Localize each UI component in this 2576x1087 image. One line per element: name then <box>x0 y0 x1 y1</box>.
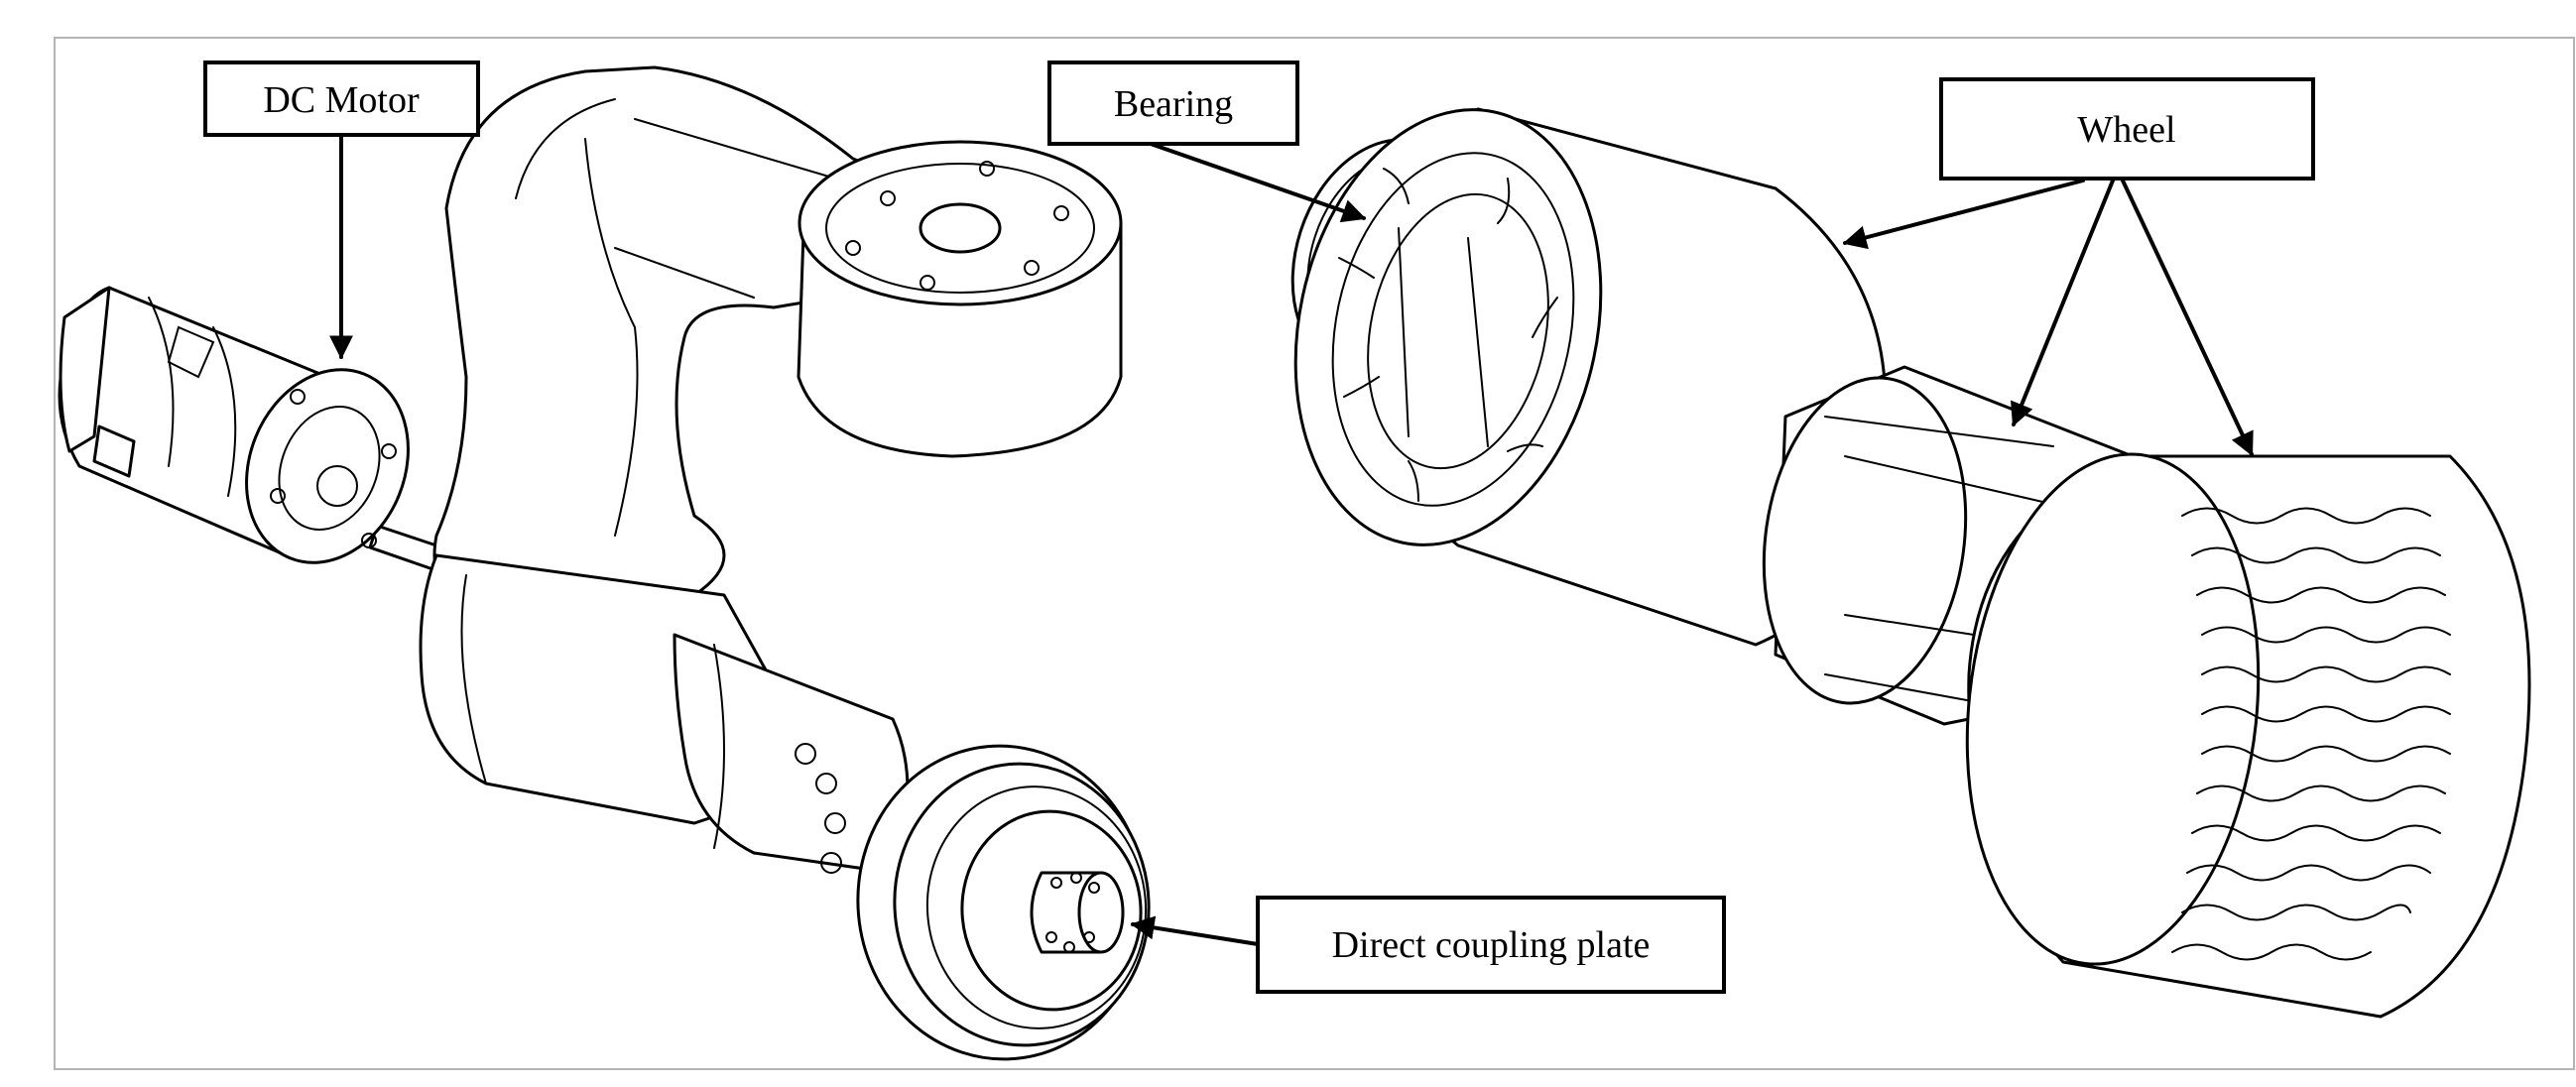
label-coupling-text: Direct coupling plate <box>1332 924 1651 966</box>
tire-drawing <box>1965 452 2531 1019</box>
figure-frame <box>54 37 2575 1070</box>
label-wheel: Wheel <box>1939 77 2315 181</box>
label-dc-motor-text: DC Motor <box>263 79 420 121</box>
dc-motor-drawing <box>58 286 453 575</box>
arrow-wheel-core <box>2011 179 2115 427</box>
label-wheel-text: Wheel <box>2077 109 2175 151</box>
arrow-wheel-tire <box>2121 179 2254 457</box>
arrow-bearing <box>1149 142 1367 223</box>
arrow-coupling <box>1130 915 1260 946</box>
label-bearing: Bearing <box>1047 60 1299 146</box>
arrow-wheel-hub <box>1842 179 2085 250</box>
label-bearing-text: Bearing <box>1114 83 1233 125</box>
wheel-hub-drawing <box>1293 107 1888 647</box>
coupling-plate-drawing <box>856 744 1151 1061</box>
label-dc-motor: DC Motor <box>203 60 480 137</box>
arm-housing-drawing <box>419 65 1123 875</box>
label-coupling: Direct coupling plate <box>1256 896 1726 994</box>
